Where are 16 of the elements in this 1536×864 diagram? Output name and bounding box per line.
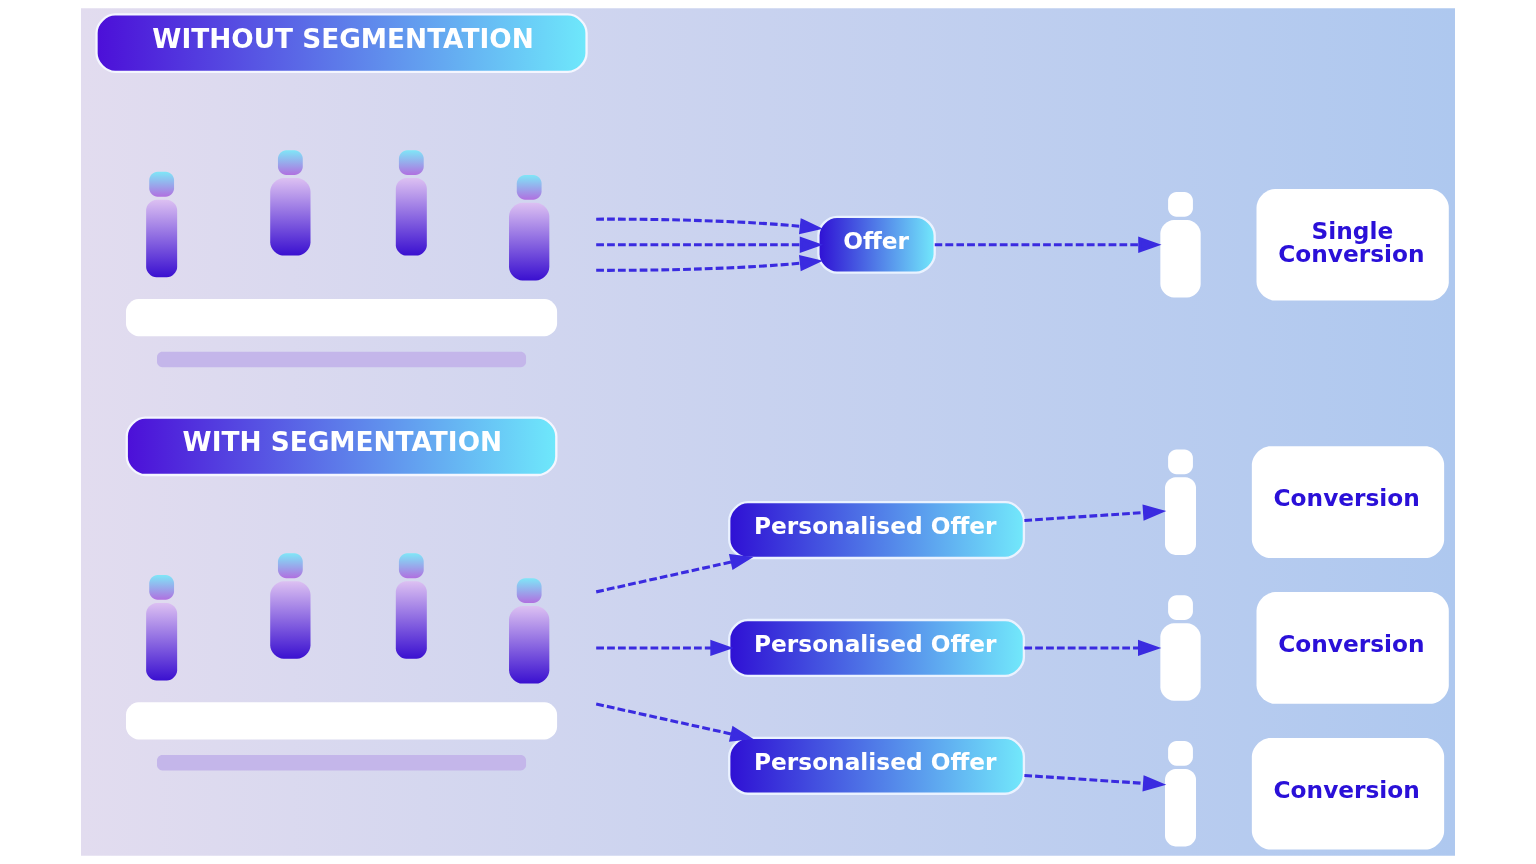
arrow — [596, 217, 823, 235]
arrow — [596, 639, 734, 657]
node-box: Personalised Offer — [728, 618, 1026, 678]
arrow — [596, 255, 823, 272]
arrow — [1024, 504, 1167, 522]
node-box: WITHOUT SEGMENTATION — [95, 13, 588, 73]
arrow — [1024, 639, 1162, 657]
arrow — [595, 554, 754, 594]
arrow — [596, 236, 824, 253]
arrow — [934, 236, 1162, 253]
arrow — [1024, 773, 1167, 792]
node-box: Personalised Offer — [728, 501, 1026, 560]
arrow — [595, 702, 754, 742]
node-box: Offer — [817, 215, 936, 274]
node-box: Personalised Offer — [728, 736, 1026, 795]
node-box: WITH SEGMENTATION — [125, 416, 558, 477]
